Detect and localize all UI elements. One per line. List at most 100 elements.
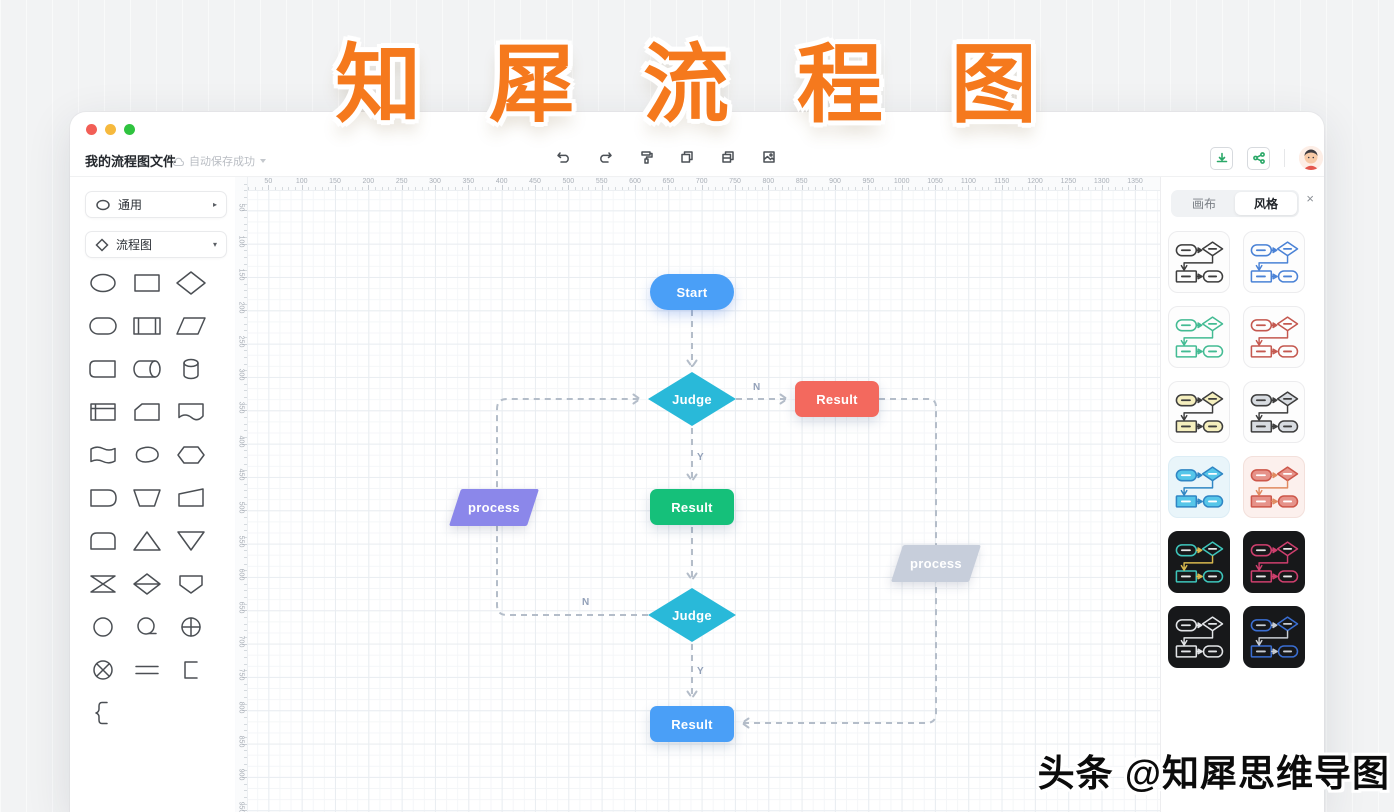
page-title: 知 犀 流 程 图 xyxy=(335,37,1059,133)
download-button[interactable] xyxy=(1210,146,1233,170)
maximize-window-button[interactable] xyxy=(124,124,135,135)
duplicate-button[interactable] xyxy=(718,147,738,167)
copy-button[interactable] xyxy=(677,147,697,167)
triangle-up-icon xyxy=(133,530,161,551)
close-panel-button[interactable]: × xyxy=(1306,191,1314,206)
theme-preview xyxy=(1250,316,1299,358)
style-theme-outline-green[interactable] xyxy=(1168,306,1230,368)
style-theme-dark-white[interactable] xyxy=(1168,606,1230,668)
shape-circle[interactable] xyxy=(82,608,124,646)
divider xyxy=(1284,149,1285,167)
diamond-icon xyxy=(95,237,109,252)
share-button[interactable] xyxy=(1247,146,1270,170)
shape-database[interactable] xyxy=(170,350,212,388)
node-result-blue[interactable]: Result xyxy=(650,706,734,742)
theme-preview xyxy=(1175,316,1224,358)
insert-image-button[interactable] xyxy=(759,147,779,167)
tab-style[interactable]: 风格 xyxy=(1235,192,1297,215)
section-label: 通用 xyxy=(118,198,143,212)
share-icon xyxy=(1252,152,1265,164)
user-avatar[interactable] xyxy=(1299,146,1323,170)
close-window-button[interactable] xyxy=(86,124,97,135)
shape-double-line[interactable] xyxy=(126,651,168,689)
shape-library-sidebar: 通用 ▸ 流程图 ▾ xyxy=(70,177,235,812)
format-painter-button[interactable] xyxy=(636,147,656,167)
header-actions xyxy=(1210,146,1323,170)
undo-button[interactable] xyxy=(554,147,574,167)
shape-open-brace[interactable] xyxy=(82,694,124,732)
minimize-window-button[interactable] xyxy=(105,124,116,135)
shape-or-junction[interactable] xyxy=(170,608,212,646)
style-theme-fill-cyan[interactable] xyxy=(1168,456,1230,518)
image-icon xyxy=(763,151,775,163)
shape-direct-access-storage[interactable] xyxy=(126,350,168,388)
ellipse-icon xyxy=(96,199,110,210)
redo-button[interactable] xyxy=(595,147,615,167)
shape-predefined-process[interactable] xyxy=(126,307,168,345)
shape-grid xyxy=(81,261,221,734)
shape-collate[interactable] xyxy=(82,565,124,603)
shape-decision-split[interactable] xyxy=(126,565,168,603)
shape-diamond[interactable] xyxy=(170,264,212,302)
style-theme-outline-red[interactable] xyxy=(1243,306,1305,368)
shape-document[interactable] xyxy=(170,393,212,431)
style-theme-fill-salmon[interactable] xyxy=(1243,456,1305,518)
style-theme-dark-teal[interactable] xyxy=(1168,531,1230,593)
shape-triangle-down[interactable] xyxy=(170,522,212,560)
node-start[interactable]: Start xyxy=(650,274,734,310)
predefined-process-icon xyxy=(133,316,161,335)
style-theme-outline-black[interactable] xyxy=(1168,231,1230,293)
sidebar-section-general[interactable]: 通用 ▸ xyxy=(85,191,227,218)
style-theme-outline-blue[interactable] xyxy=(1243,231,1305,293)
rectangle-icon xyxy=(134,273,160,292)
paper-tape-icon xyxy=(90,445,116,464)
shape-ellipse[interactable] xyxy=(82,264,124,302)
shape-stadium[interactable] xyxy=(82,307,124,345)
shape-manual-operation[interactable] xyxy=(126,479,168,517)
shape-blob[interactable] xyxy=(126,436,168,474)
style-theme-fill-gray[interactable] xyxy=(1243,381,1305,443)
shape-summing-junction[interactable] xyxy=(82,651,124,689)
delay-icon xyxy=(90,488,117,507)
blob-icon xyxy=(135,446,159,463)
shape-paper-tape[interactable] xyxy=(82,436,124,474)
download-icon xyxy=(1216,152,1227,163)
edge-label-y: Y xyxy=(697,452,704,463)
shape-loop-limit[interactable] xyxy=(126,608,168,646)
shape-triangle-up[interactable] xyxy=(126,522,168,560)
database-icon xyxy=(183,358,199,379)
shape-rectangle[interactable] xyxy=(126,264,168,302)
shape-card[interactable] xyxy=(82,350,124,388)
autosave-status[interactable]: 自动保存成功 xyxy=(172,153,266,169)
shape-delay[interactable] xyxy=(82,479,124,517)
theme-preview xyxy=(1175,391,1224,433)
node-result-green[interactable]: Result xyxy=(650,489,734,525)
node-result-red[interactable]: Result xyxy=(795,381,879,417)
shape-parallelogram[interactable] xyxy=(170,307,212,345)
section-label: 流程图 xyxy=(116,238,153,252)
style-theme-fill-yellow[interactable] xyxy=(1168,381,1230,443)
tab-canvas[interactable]: 画布 xyxy=(1191,197,1216,211)
shape-hexagon[interactable] xyxy=(170,436,212,474)
style-theme-dark-crimson[interactable] xyxy=(1243,531,1305,593)
caret-right-icon: ▸ xyxy=(212,200,217,209)
shape-display[interactable] xyxy=(82,522,124,560)
decision-split-icon xyxy=(133,572,161,595)
undo-icon xyxy=(557,152,569,163)
shape-off-line-storage[interactable] xyxy=(170,479,212,517)
node-process-left[interactable]: process xyxy=(448,489,540,526)
node-label: Result xyxy=(671,716,713,732)
style-theme-dark-blue[interactable] xyxy=(1243,606,1305,668)
shape-manual-input[interactable] xyxy=(126,393,168,431)
shape-off-page-connector[interactable] xyxy=(170,565,212,603)
shape-internal-storage[interactable] xyxy=(82,393,124,431)
shape-open-bracket[interactable] xyxy=(170,651,212,689)
node-process-right[interactable]: process xyxy=(890,545,982,582)
sidebar-section-flowchart[interactable]: 流程图 ▾ xyxy=(85,231,227,258)
theme-grid xyxy=(1168,231,1305,668)
document-title[interactable]: 我的流程图文件 xyxy=(85,154,177,169)
triangle-down-icon xyxy=(177,530,205,551)
node-label: Judge xyxy=(672,391,712,407)
caret-down-icon xyxy=(260,159,266,163)
